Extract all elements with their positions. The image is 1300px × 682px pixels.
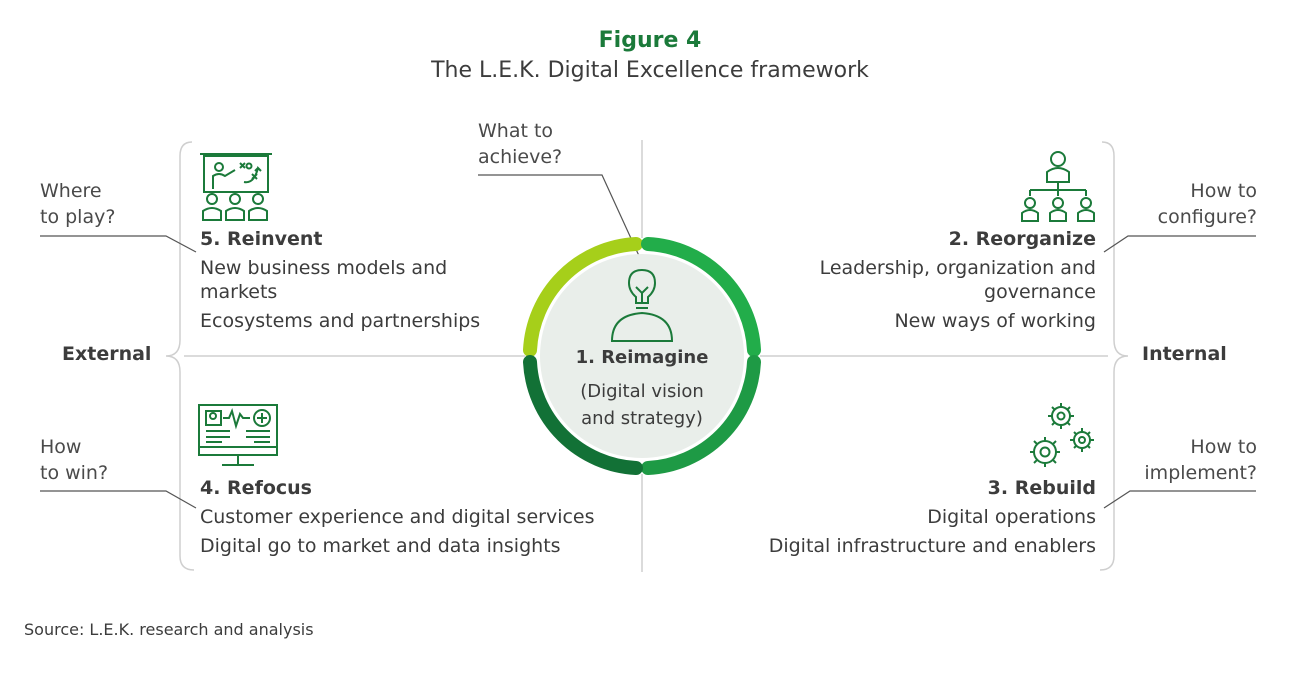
pointer-top-left (40, 235, 197, 253)
center-subtitle: (Digital vision and strategy) (580, 381, 704, 429)
gears-icon (1030, 403, 1094, 467)
reinvent-text: New business models and markets Ecosyste… (200, 257, 481, 332)
refocus-text: Customer experience and digital services… (200, 506, 595, 557)
presentation-icon (200, 153, 272, 221)
center-circle (540, 254, 744, 458)
question-bottom-left: How to win? (40, 436, 109, 484)
refocus-heading: 4. Refocus (200, 477, 312, 499)
external-label: External (62, 343, 152, 365)
figure-title: Figure 4 (598, 28, 702, 53)
arc-bottom-left (523, 355, 643, 475)
monitor-health-icon (198, 404, 278, 466)
figure-subtitle: The L.E.K. Digital Excellence framework (431, 58, 869, 83)
pointer-top-right (1103, 235, 1256, 253)
rebuild-text: Digital operations Digital infrastructur… (768, 506, 1096, 557)
question-top-left: Where to play? (40, 180, 116, 228)
lightbulb-head-icon (610, 268, 674, 342)
right-brace (1099, 141, 1129, 571)
arc-top-left (523, 237, 643, 357)
question-top-right: How to configure? (1157, 180, 1257, 228)
org-chart-icon (1021, 151, 1095, 222)
left-brace (165, 141, 195, 571)
center-title: 1. Reimagine (575, 347, 709, 368)
question-bottom-right: How to implement? (1144, 436, 1257, 484)
pointer-top (478, 174, 641, 259)
pointer-bottom-left (40, 490, 197, 509)
pointer-bottom-right (1103, 490, 1256, 509)
question-top: What to achieve? (478, 120, 563, 168)
reinvent-heading: 5. Reinvent (200, 228, 323, 250)
reorganize-text: Leadership, organization and governance … (819, 257, 1096, 332)
rebuild-heading: 3. Rebuild (987, 477, 1096, 499)
arc-top-right (641, 237, 761, 357)
source-note: Source: L.E.K. research and analysis (24, 620, 314, 639)
arc-bottom-right (641, 355, 761, 475)
reorganize-heading: 2. Reorganize (948, 228, 1096, 250)
internal-label: Internal (1142, 343, 1227, 365)
